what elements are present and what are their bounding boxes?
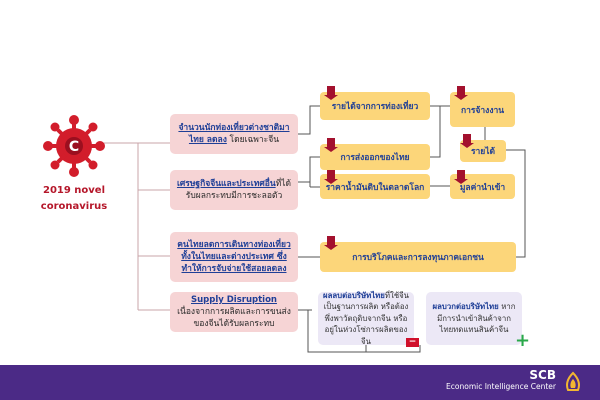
positive-effect-text: หากมีการนำเข้าสินค้าจากไทยทดแทนสินค้าจีน bbox=[437, 302, 516, 335]
minus-sign: − bbox=[408, 337, 417, 347]
footer-unit: Economic Intelligence Center bbox=[446, 382, 556, 391]
down-arrow-icon bbox=[454, 170, 468, 184]
footer-bar: SCB Economic Intelligence Center bbox=[0, 365, 600, 400]
effect-tourism-income-label: รายได้จากการท่องเที่ยว bbox=[331, 102, 419, 112]
footer-brand: SCB bbox=[529, 368, 556, 382]
cause-tourism-text: โดยเฉพาะจีน bbox=[226, 135, 280, 145]
virus-label: 2019 novel coronavirus bbox=[28, 183, 120, 215]
effect-income-label: รายได้ bbox=[470, 147, 496, 157]
cause-china-text: ที่ได้รับผลกระทบมีการชะลอตัว bbox=[185, 179, 292, 201]
negative-effect-highlight: ผลลบต่อบริษัทไทย bbox=[323, 290, 385, 300]
effect-employment-label: การจ้างงาน bbox=[460, 105, 505, 116]
scb-logo-icon bbox=[562, 371, 584, 393]
cause-supply-highlight: Supply Disruption bbox=[191, 295, 277, 305]
down-arrow-icon bbox=[324, 138, 338, 152]
virus-glyph: C bbox=[69, 139, 79, 155]
effect-consumption-label: การบริโภคและการลงทุนภาคเอกชน bbox=[352, 253, 484, 263]
effect-exports: การส่งออกของไทย bbox=[320, 144, 430, 170]
cause-box-tourism: จำนวนนักท่องเที่ยวต่างชาติมาไทย ลดลง โดย… bbox=[170, 114, 298, 154]
negative-effect-box: ผลลบต่อบริษัทไทยที่ใช้จีนเป็นฐานการผลิต … bbox=[318, 290, 414, 346]
effect-oil-price-label: ราคาน้ำมันดิบในตลาดโลก bbox=[325, 182, 425, 193]
virus-label-line1: 2019 novel bbox=[42, 185, 106, 196]
negative-effect-text: ที่ใช้จีนเป็นฐานการผลิต หรือต้องพึ่งพาวั… bbox=[323, 290, 410, 346]
effect-import-value-label: มูลค่านำเข้า bbox=[459, 182, 506, 193]
positive-effect-highlight: ผลบวกต่อบริษัทไทย bbox=[432, 302, 499, 312]
down-arrow-icon bbox=[324, 86, 338, 100]
effect-consumption-investment: การบริโภคและการลงทุนภาคเอกชน bbox=[320, 242, 516, 272]
plus-icon: + bbox=[515, 332, 530, 350]
cause-tourism-highlight: จำนวนนักท่องเที่ยวต่างชาติมาไทย ลดลง bbox=[178, 123, 290, 145]
effect-tourism-income: รายได้จากการท่องเที่ยว bbox=[320, 92, 430, 120]
down-arrow-icon bbox=[454, 86, 468, 100]
cause-box-thai-travel: คนไทยลดการเดินทางท่องเที่ยวทั้งในไทยและต… bbox=[170, 232, 298, 282]
minus-icon: − bbox=[406, 338, 419, 347]
cause-thai-travel-highlight: คนไทยลดการเดินทางท่องเที่ยวทั้งในไทยและต… bbox=[177, 240, 291, 274]
down-arrow-icon bbox=[324, 170, 338, 184]
cause-china-highlight: เศรษฐกิจจีนและประเทศอื่น bbox=[176, 179, 276, 189]
cause-box-china-economy: เศรษฐกิจจีนและประเทศอื่นที่ได้รับผลกระทบ… bbox=[170, 170, 298, 210]
effect-oil-price: ราคาน้ำมันดิบในตลาดโลก bbox=[320, 174, 430, 199]
coronavirus-icon: C bbox=[40, 112, 108, 180]
virus-label-line2: coronavirus bbox=[40, 201, 108, 212]
positive-effect-box: ผลบวกต่อบริษัทไทย หากมีการนำเข้าสินค้าจา… bbox=[426, 292, 522, 345]
cause-supply-text: เนื่องจากการผลิตและการขนส่งของจีนได้รับผ… bbox=[177, 307, 291, 329]
effect-exports-label: การส่งออกของไทย bbox=[340, 153, 410, 163]
plus-sign: + bbox=[515, 330, 531, 351]
footer-branding: SCB Economic Intelligence Center bbox=[446, 369, 556, 392]
cause-box-supply-disruption: Supply Disruption เนื่องจากการผลิตและการ… bbox=[170, 292, 298, 332]
down-arrow-icon bbox=[460, 134, 474, 148]
down-arrow-icon bbox=[324, 236, 338, 250]
